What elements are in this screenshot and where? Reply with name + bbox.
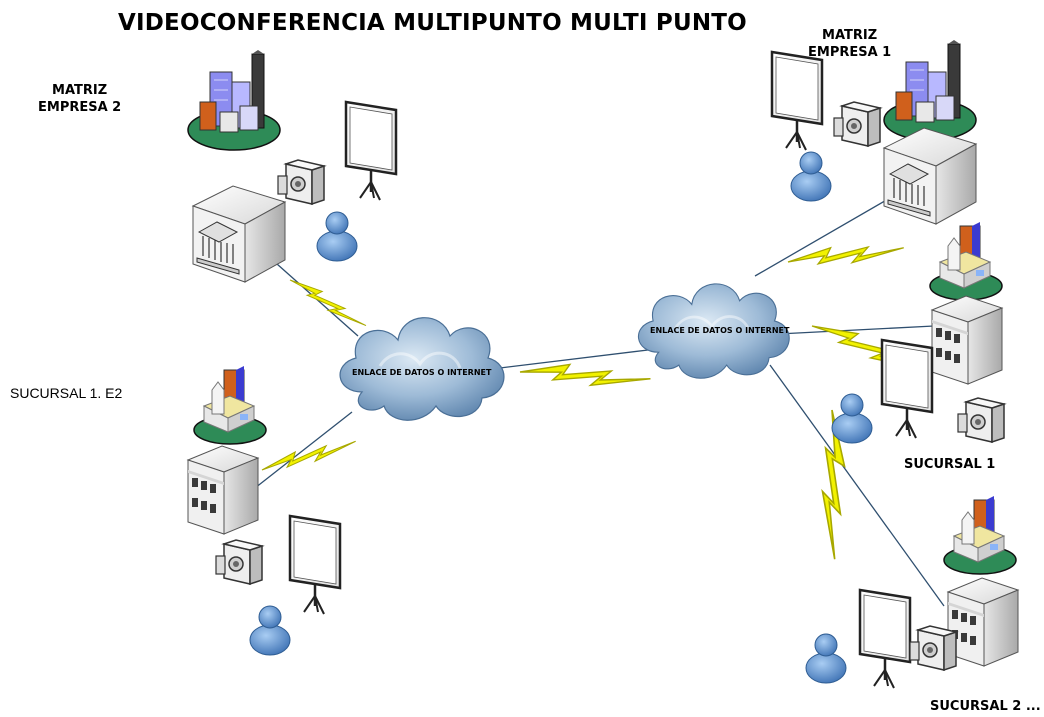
label-line: EMPRESA 1 bbox=[808, 45, 892, 60]
projector-screen-icon bbox=[858, 588, 912, 690]
camera-icon bbox=[957, 397, 1005, 443]
label-sucursal-2: SUCURSAL 2 ... bbox=[930, 699, 1041, 714]
label-sucursal-1-e2: SUCURSAL 1. E2 bbox=[10, 385, 123, 401]
camera-icon bbox=[909, 625, 957, 671]
connection-lines bbox=[254, 197, 945, 607]
camera-icon bbox=[215, 539, 263, 585]
camera-icon bbox=[833, 101, 881, 147]
building-server-icon bbox=[947, 577, 1019, 667]
bank-server-icon bbox=[192, 185, 286, 283]
label-matriz-empresa-1: MATRIZ EMPRESA 1 bbox=[808, 27, 891, 61]
projector-screen-icon bbox=[288, 514, 342, 616]
cloud-label: ENLACE DE DATOS O INTERNET bbox=[650, 326, 790, 335]
projector-screen-icon bbox=[770, 50, 824, 152]
link-line bbox=[754, 197, 891, 277]
label-line: MATRIZ bbox=[822, 28, 878, 43]
lightning-link-icon bbox=[519, 318, 652, 433]
town-icon bbox=[929, 221, 1003, 301]
label-line: EMPRESA 2 bbox=[38, 100, 122, 115]
link-line bbox=[499, 349, 649, 369]
cloud-label: ENLACE DE DATOS O INTERNET bbox=[352, 368, 492, 377]
label-sucursal-1: SUCURSAL 1 bbox=[904, 457, 996, 472]
link-line bbox=[769, 364, 945, 607]
city-icon bbox=[883, 39, 977, 141]
label-matriz-empresa-2: MATRIZ EMPRESA 2 bbox=[38, 82, 121, 116]
building-server-icon bbox=[931, 295, 1003, 385]
lightning-link-icon bbox=[261, 407, 357, 505]
lightning-link-icon bbox=[289, 279, 367, 327]
town-icon bbox=[943, 495, 1017, 575]
link-line bbox=[777, 325, 935, 335]
bank-server-icon bbox=[883, 127, 977, 225]
person-icon bbox=[805, 633, 847, 684]
projector-screen-icon bbox=[880, 338, 934, 440]
person-icon bbox=[831, 393, 873, 444]
label-line: MATRIZ bbox=[52, 83, 108, 98]
building-server-icon bbox=[187, 445, 259, 535]
person-icon bbox=[790, 151, 832, 202]
person-icon bbox=[249, 605, 291, 656]
link-line bbox=[254, 411, 353, 489]
camera-icon bbox=[277, 159, 325, 205]
person-icon bbox=[316, 211, 358, 262]
town-icon bbox=[193, 365, 267, 445]
diagram-title: VIDEOCONFERENCIA MULTIPUNTO MULTI PUNTO bbox=[118, 10, 747, 36]
city-icon bbox=[187, 49, 281, 151]
projector-screen-icon bbox=[344, 100, 398, 202]
lightning-link-icon bbox=[787, 199, 905, 310]
